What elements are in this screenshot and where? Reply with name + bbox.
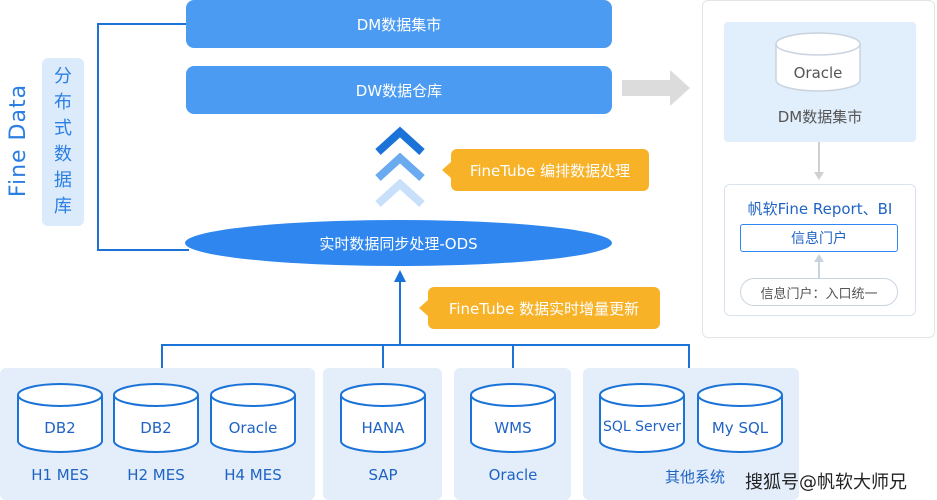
portal-button[interactable]: 信息门户 [740,224,898,252]
database-icon [340,383,426,453]
connector-drop-2 [382,344,384,368]
report-title: 帆软Fine Report、BI [747,200,893,218]
source-label-other: 其他系统 [664,468,725,486]
db-cylinder-mysql: My SQL [696,383,784,455]
finetube-realtime-text: FineTube 数据实时增量更新 [448,299,640,318]
dm-bar: DM数据集市 [186,0,612,48]
database-icon [470,383,556,453]
database-icon [113,383,199,453]
db-label: WMS [494,419,532,437]
database-icon [599,383,685,453]
db-cylinder-sqlserver: SQL Server [598,383,686,455]
distributed-db-label: 分布式数据库 [42,58,84,226]
fine-data-title: Fine Data [2,70,36,210]
entry-pill: 信息门户：入口统一 [740,278,898,306]
bracket-bottom [97,249,189,251]
db-label: My SQL [711,419,769,437]
database-icon [17,383,103,453]
db-label: SQL Server [602,419,682,435]
db-cylinder-wms: WMS [469,383,557,455]
db-label: HANA [361,419,405,437]
dw-bar: DW数据仓库 [186,66,612,114]
connector-drop-4 [688,344,690,368]
chevron-up-icon [375,126,425,207]
connector-drop-1 [161,344,163,368]
db-cylinder-db2-h2: DB2 [112,383,200,455]
database-icon [697,383,783,453]
up-arrow-small-icon [814,254,824,278]
right-db-cylinder: Oracle [774,32,862,94]
right-dm-label: DM数据集市 [777,108,863,126]
database-icon [210,383,296,453]
source-label-h2: H2 MES [127,466,185,484]
right-db-label: Oracle [793,64,843,82]
source-label-h4: H4 MES [224,466,282,484]
db-label: Oracle [228,419,278,437]
finetube-process-tag: FineTube 编排数据处理 [442,149,649,191]
db-cylinder-db2-h1: DB2 [16,383,104,455]
up-arrow-icon [394,270,406,344]
bracket-top [97,23,186,25]
source-label-h1: H1 MES [31,466,89,484]
ods-ellipse: 实时数据同步处理-ODS [185,220,612,266]
db-label: DB2 [140,419,172,437]
finetube-realtime-tag: FineTube 数据实时增量更新 [419,287,660,329]
watermark: 搜狐号@帆软大师兄 [745,472,907,493]
connector-horizontal [161,344,690,346]
db-label: DB2 [44,419,76,437]
source-label-sap: SAP [368,466,398,484]
db-cylinder-oracle-h4: Oracle [209,383,297,455]
connector-drop-3 [512,344,514,368]
source-label-oracle: Oracle [488,466,538,484]
db-cylinder-hana: HANA [339,383,427,455]
fine-data-title-text: Fine Data [6,83,32,197]
database-icon [775,32,861,92]
bracket-vertical [97,23,99,251]
down-arrow-icon [814,142,824,180]
finetube-process-text: FineTube 编排数据处理 [469,161,631,180]
gray-arrow-right [622,70,690,106]
